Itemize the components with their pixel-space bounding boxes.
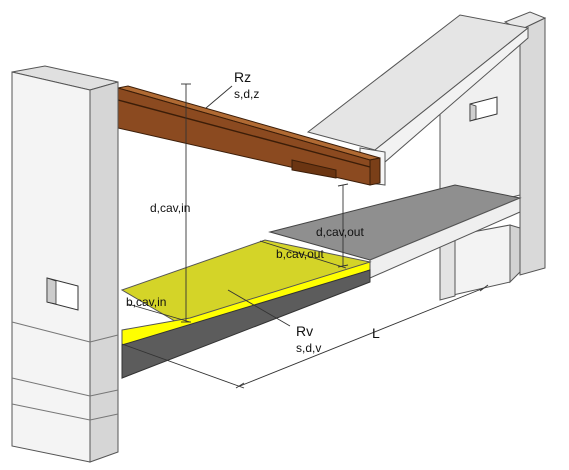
right-wall-opening-inner	[469, 103, 477, 122]
left-wall-opening-inner	[46, 277, 57, 305]
beam-end	[369, 157, 381, 186]
left-wall-joint-5	[89, 389, 119, 397]
beam-groove	[117, 99, 371, 168]
dim-length-ext-left	[121, 343, 245, 389]
dim-length-line	[239, 287, 485, 387]
floor-dark-side	[121, 269, 371, 379]
beam-notch	[291, 159, 337, 179]
left-wall-joint-2	[11, 377, 91, 397]
timber-beam	[117, 85, 381, 186]
left-wall-joint-4	[89, 334, 119, 343]
floor-slab	[268, 184, 522, 279]
left-wall-joint-1	[11, 321, 91, 343]
dimension-lines	[121, 83, 489, 389]
label-rz: Rz	[234, 69, 251, 85]
left-wall-side	[89, 81, 119, 463]
leader-rz	[205, 85, 233, 109]
right-wall	[439, 11, 547, 276]
dim-b-cav-out-line	[259, 240, 347, 269]
dim-d-cav-out-tick-bot	[337, 264, 349, 268]
label-d-cav-in: d,cav,in	[150, 201, 190, 215]
right-wall-side	[519, 17, 546, 276]
insulation-layer	[120, 239, 372, 379]
label-b-cav-in: b,cav,in	[126, 295, 166, 309]
label-d-cav-out: d,cav,out	[316, 225, 364, 239]
dim-length-tick-right	[479, 284, 489, 292]
dim-b-cav-in-line	[127, 303, 191, 323]
right-foundation	[439, 224, 521, 301]
label-length: L	[372, 325, 380, 341]
right-leg-side	[509, 224, 521, 284]
left-wall-joint-3	[11, 403, 91, 421]
label-rv: Rv	[296, 323, 313, 339]
dim-length-tick-left	[235, 382, 245, 389]
label-s-d-v: s,d,v	[296, 341, 321, 355]
label-s-d-z: s,d,z	[234, 87, 259, 101]
dim-d-cav-out-tick-top	[337, 183, 349, 187]
leader-rv	[227, 289, 291, 327]
label-b-cav-out: b,cav,out	[276, 247, 324, 261]
diagram-labels: Rz s,d,z d,cav,in d,cav,out b,cav,out b,…	[126, 69, 380, 355]
left-wall	[11, 65, 119, 463]
left-wall-front	[11, 71, 91, 463]
left-wall-joint-6	[89, 413, 119, 421]
